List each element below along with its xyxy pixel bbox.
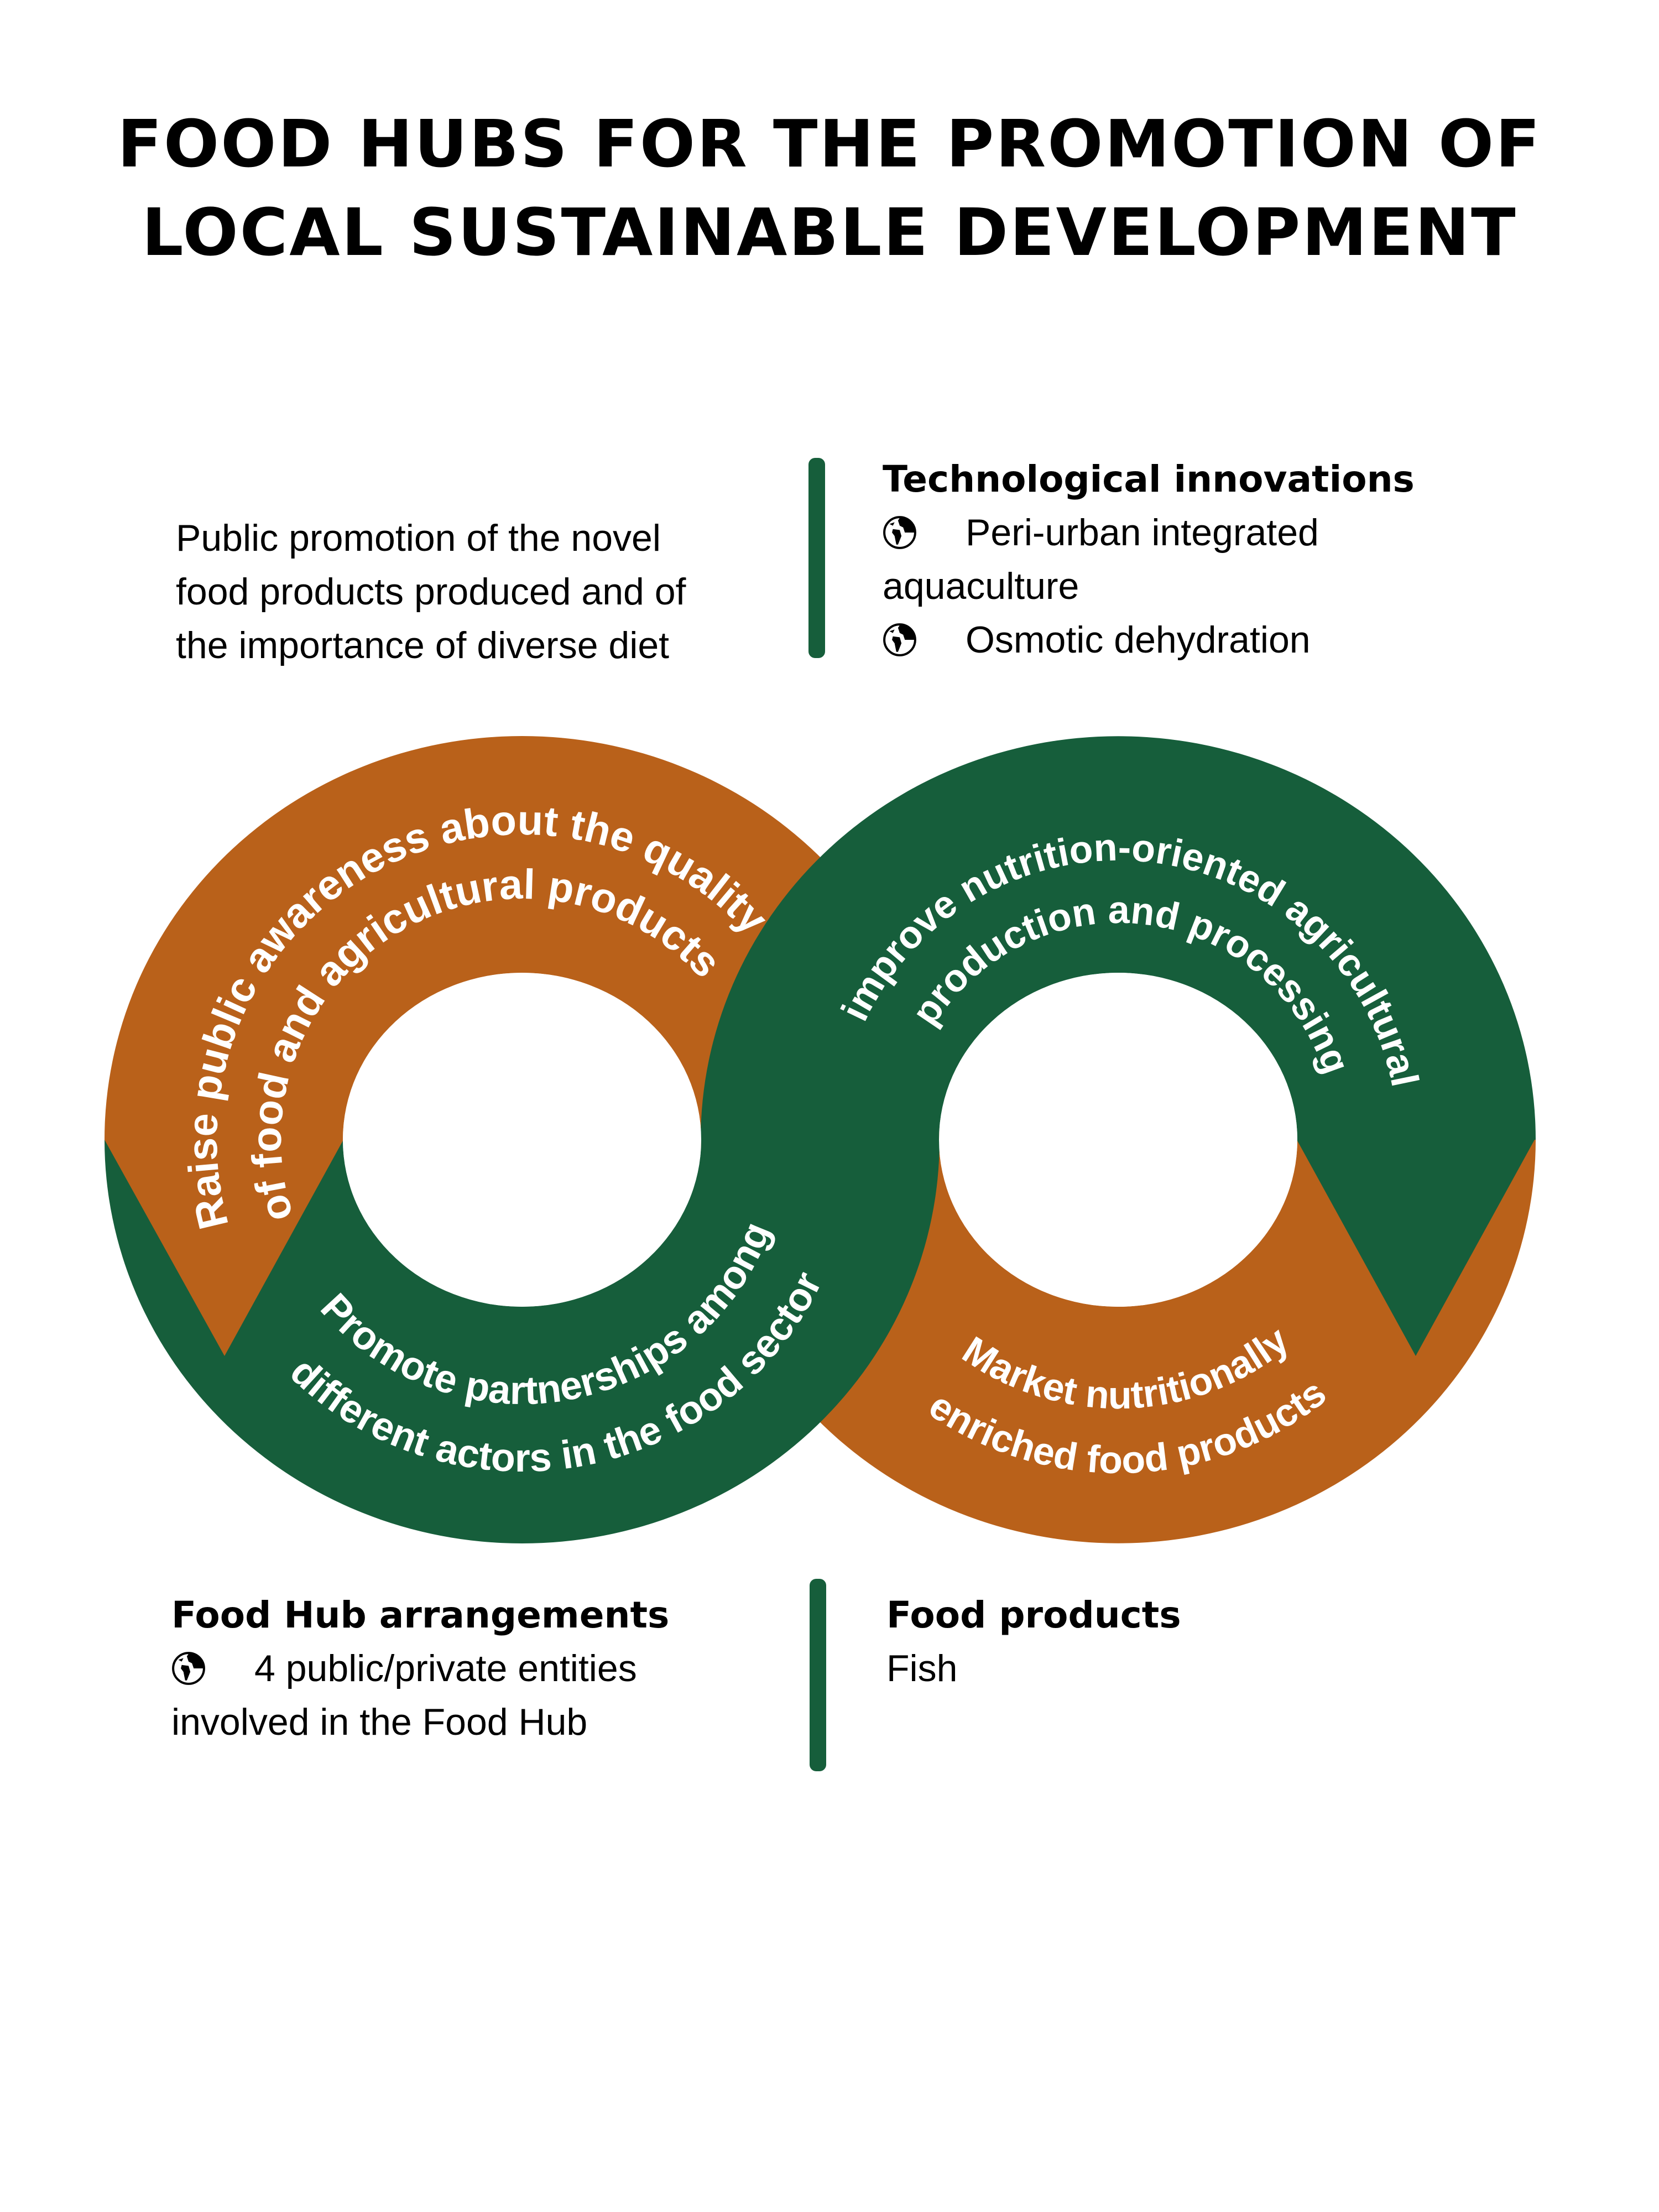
food-hub-heading: Food Hub arrangements [171,1594,670,1636]
promotion-text-block: Public promotion of the novel food produ… [176,512,686,672]
food-hub-item-text: 4 public/private entities [254,1647,637,1689]
globe-icon [171,1646,206,1685]
divider-bar-top [808,458,825,658]
right-ring-hole [939,973,1297,1307]
food-products-value: Fish [886,1647,958,1689]
food-products-heading: Food products [886,1594,1181,1636]
food-hub-item-continued: involved in the Food Hub [171,1701,588,1743]
tech-item: Osmotic dehydration [883,613,1415,667]
globe-icon [883,510,917,549]
right-ring-wedge [1297,1140,1535,1356]
left-ring-wedge [105,1140,343,1356]
food-hub-item: 4 public/private entities [171,1642,669,1695]
title-line-2: LOCAL SUSTAINABLE DEVELOPMENT [142,194,1517,270]
left-ring-bottom-segment [105,1140,940,1543]
title-line-1: FOOD HUBS FOR THE PROMOTION OF [117,106,1542,182]
page-title: FOOD HUBS FOR THE PROMOTION OF LOCAL SUS… [0,100,1659,276]
tech-item-continued: aquaculture [883,565,1079,607]
promotion-line: food products produced and of [176,571,686,613]
promotion-line: Public promotion of the novel [176,517,661,559]
promotion-line: the importance of diverse diet [176,624,670,666]
food-hub-block: Food Hub arrangements 4 public/private e… [171,1588,669,1749]
tech-item: Peri-urban integrated [883,506,1415,560]
right-ring-top-segment [701,736,1536,1140]
divider-bar-bottom [810,1579,826,1771]
left-ring-hole [343,973,701,1307]
tech-item-text: Peri-urban integrated [966,512,1319,554]
food-products-block: Food products Fish [886,1588,1181,1695]
tech-innovations-heading: Technological innovations [883,458,1415,500]
tech-innovations-block: Technological innovations Peri-urban int… [883,452,1415,667]
globe-icon [883,618,917,656]
tech-item-text: Osmotic dehydration [966,619,1311,661]
